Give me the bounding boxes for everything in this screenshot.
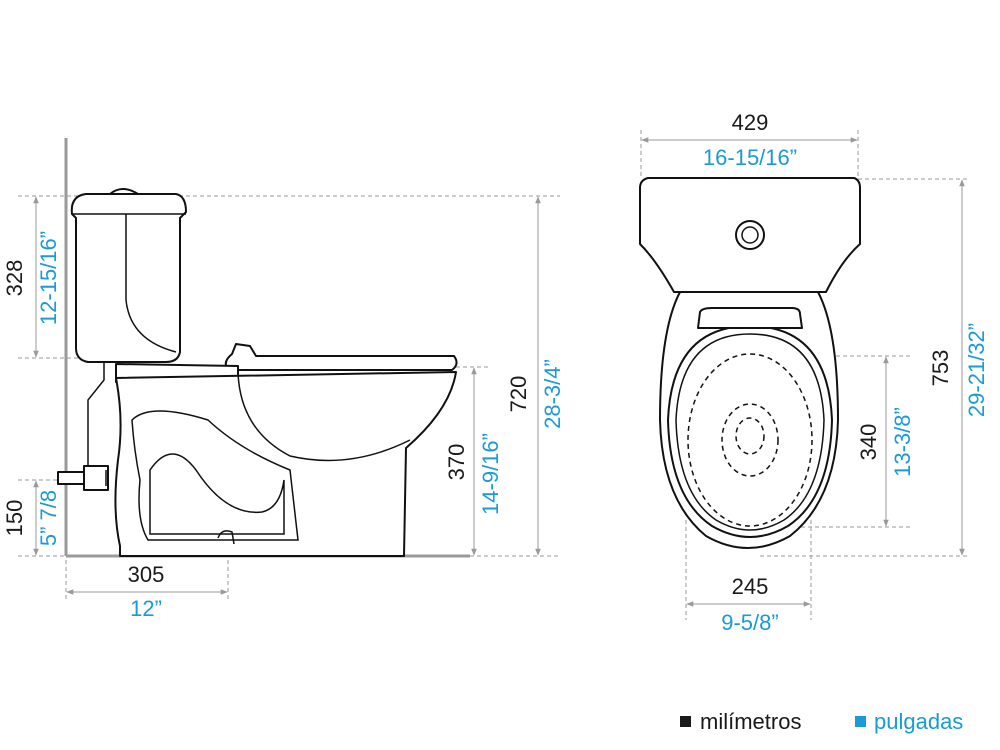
valve-stub [57,471,85,485]
bowl-opening-hidden [687,353,813,527]
label-328-in: 12-15/16” [36,231,61,325]
seat-ring [667,325,833,538]
trapway [131,410,299,541]
seat-inner-edge [675,333,825,531]
tank [70,193,187,363]
supply-valve [83,465,109,491]
legend: milímetros pulgadas [680,709,963,734]
label-720-in: 28-3/4” [540,359,565,429]
supply-pipe [87,362,105,479]
legend-in-label: pulgadas [874,709,963,734]
flush-button [109,188,139,195]
label-753-in: 29-21/32” [964,323,989,417]
top-view: 429 16-15/16” 753 29-21/32” 340 13-3/8” … [639,110,989,635]
label-305-in: 12” [130,596,162,621]
bowl-rim-curve [237,371,411,462]
label-245-in: 9-5/8” [721,610,778,635]
drain-hidden [735,417,765,455]
label-340-mm: 340 [856,424,881,461]
bowl-body [114,371,457,557]
label-340-in: 13-3/8” [890,407,915,477]
trapway-inner [149,453,285,535]
legend-in-swatch [855,716,866,727]
label-370-mm: 370 [444,444,469,481]
seat-lid [224,343,458,371]
label-720-mm: 720 [506,376,531,413]
label-370-in: 14-9/16” [478,433,503,515]
label-429-in: 16-15/16” [703,145,797,170]
label-305-mm: 305 [128,562,165,587]
label-429-mm: 429 [732,110,769,135]
label-150-in: 5” 7/8 [36,490,61,546]
label-150-mm: 150 [2,500,27,537]
flush-button-outer [735,220,765,250]
legend-mm-label: milímetros [700,709,801,734]
label-753-mm: 753 [928,350,953,387]
water-spot-hidden [721,403,779,477]
bolt-cap [217,530,235,545]
legend-mm-swatch [680,716,691,727]
flush-button-inner [741,226,759,244]
seat-hinge-top [697,307,803,329]
side-view: 328 12-15/16” 150 5” 7/8 305 12” 370 14-… [2,138,565,621]
label-245-mm: 245 [732,574,769,599]
label-328-mm: 328 [2,260,27,297]
tank-inner-line [125,214,177,353]
